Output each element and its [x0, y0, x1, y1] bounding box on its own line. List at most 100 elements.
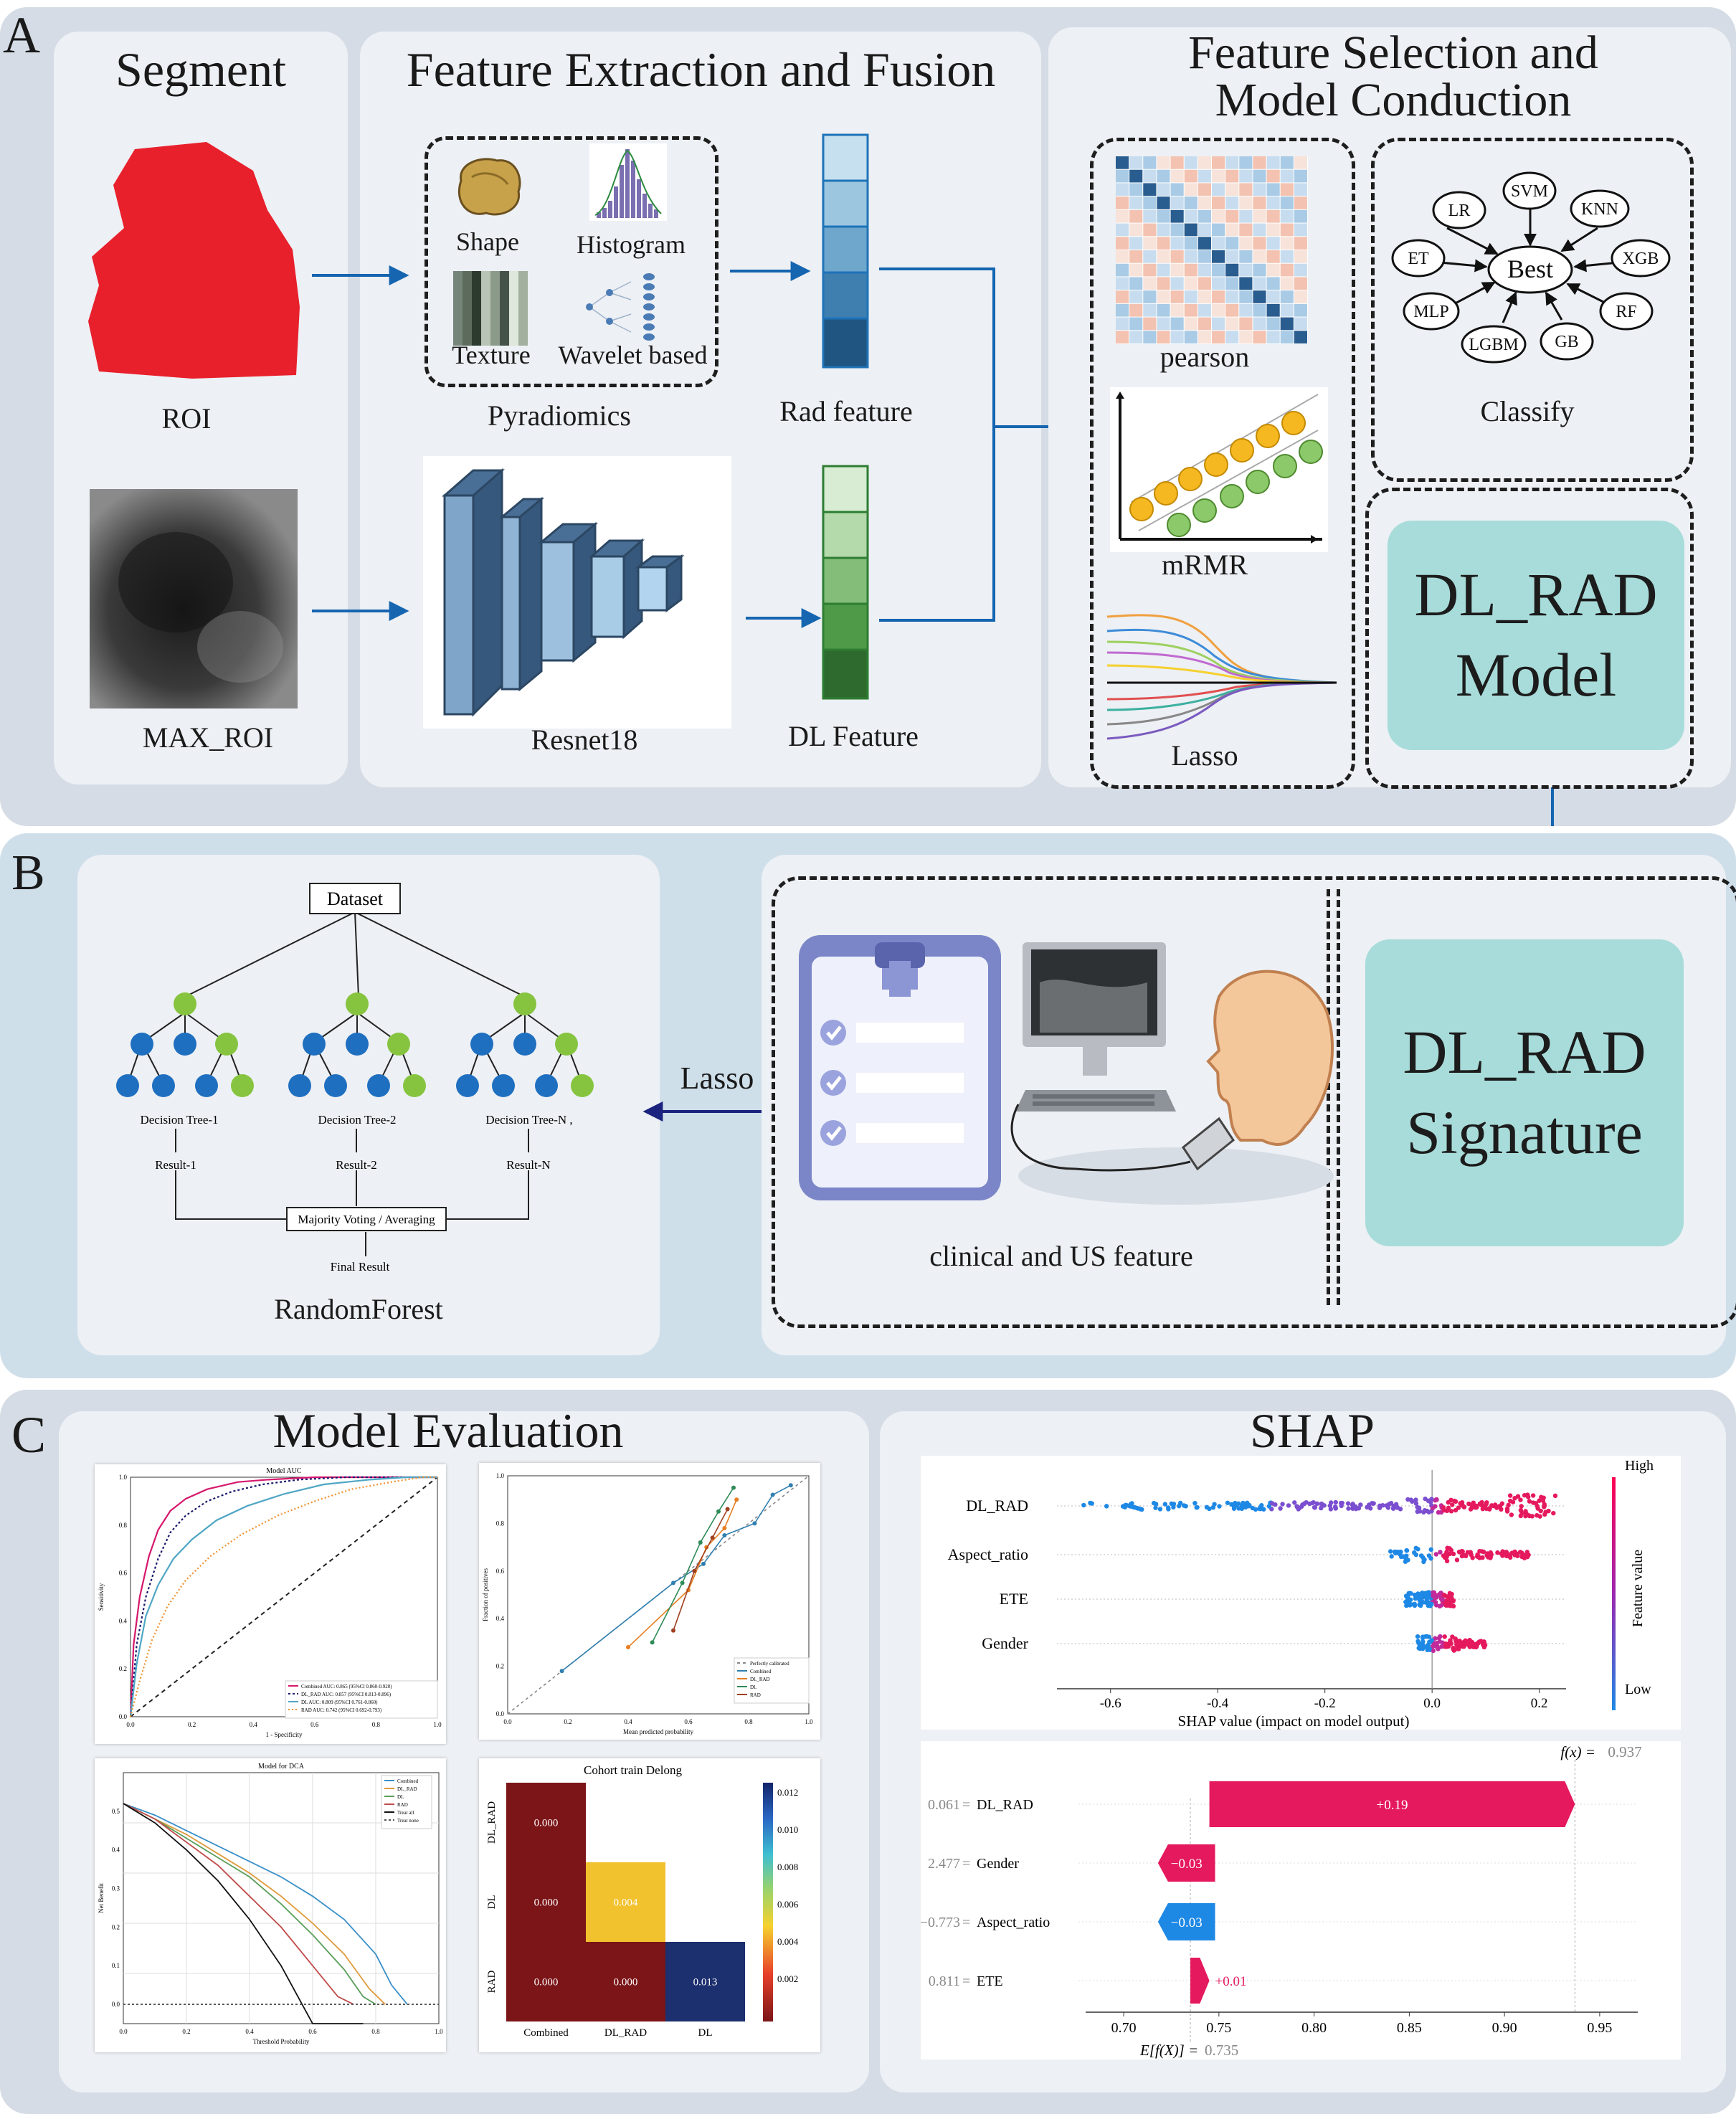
texture-cell — [490, 336, 500, 346]
legend-label: DL — [750, 1684, 756, 1690]
series-line — [129, 1476, 437, 1717]
shap-point — [1524, 1554, 1530, 1560]
shap-point — [1444, 1644, 1449, 1649]
shap-point — [1412, 1550, 1417, 1555]
legend-label: Combined — [750, 1669, 772, 1674]
pearson-cell — [1116, 277, 1129, 290]
shap-point — [1446, 1595, 1451, 1600]
pearson-cell — [1157, 169, 1170, 183]
shap-point — [1258, 1505, 1263, 1510]
shap-point — [1398, 1554, 1404, 1560]
equals-sign: = — [962, 1973, 970, 1989]
colorbar-low-label: Low — [1625, 1682, 1651, 1697]
heatmap-cell-label: 0.000 — [614, 1977, 638, 1989]
series-point — [716, 1509, 721, 1514]
feature-value: 2.477 — [928, 1856, 960, 1872]
pearson-cell — [1143, 290, 1157, 303]
shap-point — [1437, 1639, 1443, 1644]
classifier-gb: GB — [1555, 333, 1578, 351]
shap-point — [1477, 1548, 1482, 1554]
shap-point — [1395, 1505, 1400, 1510]
y-tick-label: 0.0 — [119, 1713, 128, 1720]
pearson-cell — [1143, 303, 1157, 317]
selection-title-line1: Feature Selection and — [1188, 27, 1598, 79]
pearson-cell — [1280, 209, 1294, 223]
shap-point — [1319, 1501, 1324, 1507]
shap-point — [1515, 1553, 1520, 1558]
pearson-cell — [1225, 331, 1239, 343]
pearson-cell — [1225, 169, 1239, 183]
shap-point — [1418, 1553, 1424, 1558]
pearson-cell — [1129, 196, 1143, 209]
pearson-cell — [1280, 277, 1294, 290]
pearson-cell — [1170, 290, 1184, 303]
series-line — [123, 1803, 408, 2005]
texture-cell — [518, 336, 528, 346]
shap-point — [1413, 1497, 1418, 1502]
shap-point — [1456, 1646, 1461, 1651]
shap-point — [1405, 1601, 1410, 1607]
y-tick-label: 0.6 — [496, 1568, 505, 1575]
texture-cell — [509, 308, 518, 318]
pearson-cell — [1212, 290, 1225, 303]
pearson-cell — [1266, 156, 1280, 169]
shap-point — [1314, 1501, 1320, 1507]
rad-feature-label: Rad feature — [779, 395, 913, 427]
shap-point — [1089, 1501, 1094, 1506]
shap-point — [1422, 1557, 1427, 1563]
y-tick-label: 1.0 — [496, 1472, 505, 1479]
shap-point — [1451, 1598, 1456, 1604]
rf-dataset-label: Dataset — [327, 888, 384, 909]
shape-icon — [457, 158, 521, 216]
colorbar-tick-label: 0.008 — [777, 1862, 798, 1872]
texture-cell — [481, 280, 490, 290]
x-tick-label: 0.0 — [119, 2028, 128, 2035]
x-tick-label: 0.0 — [503, 1718, 512, 1725]
texture-cell — [453, 290, 463, 299]
clinical-us-label: clinical and US feature — [929, 1240, 1193, 1272]
y-tick-label: 0.0 — [496, 1710, 505, 1717]
y-tick-label: 0.5 — [112, 1808, 120, 1815]
pearson-cell — [1225, 237, 1239, 250]
shap-point — [1280, 1502, 1285, 1507]
legend-label: RAD AUC: 0.742 (95%CI 0.692-0.793) — [301, 1707, 382, 1713]
pearson-cell — [1239, 263, 1253, 277]
shap-point — [1390, 1506, 1396, 1511]
pearson-cell — [1170, 156, 1184, 169]
x-tick-label: -0.6 — [1100, 1696, 1121, 1711]
shap-point — [1104, 1504, 1109, 1509]
shap-point — [1523, 1513, 1528, 1519]
colorbar-tick-label: 0.012 — [777, 1787, 798, 1798]
heatmap-cell-label: 0.000 — [534, 1977, 559, 1989]
x-tick-label: 0.0 — [126, 1721, 135, 1728]
heatmap-cell-label: 0.004 — [614, 1897, 638, 1909]
histogram-icon — [589, 143, 667, 221]
legend-label: Combined — [397, 1778, 419, 1784]
shap-point — [1346, 1506, 1351, 1511]
rad-feature-vector — [822, 133, 869, 369]
shap-point — [1423, 1591, 1428, 1596]
pearson-cell — [1294, 263, 1307, 277]
dl-rad-model-line2: Model — [1455, 640, 1617, 709]
pearson-cell — [1116, 209, 1129, 223]
panel-b-letter: B — [11, 845, 45, 901]
classifier-svm: SVM — [1511, 182, 1548, 201]
pearson-cell — [1116, 196, 1129, 209]
shap-point — [1481, 1549, 1486, 1555]
waterfall-bar — [1209, 1781, 1575, 1827]
texture-cell — [481, 299, 490, 308]
pearson-heatmap — [1116, 156, 1308, 344]
y-axis-label: Fraction of positives — [482, 1568, 489, 1621]
dl-rad-signature-line1: DL_RAD — [1403, 1018, 1646, 1087]
pearson-cell — [1197, 263, 1211, 277]
plot-frame — [130, 1477, 438, 1717]
pearson-cell — [1129, 237, 1143, 250]
series-point — [650, 1640, 655, 1645]
shap-point — [1300, 1502, 1305, 1507]
x-tick-label: -0.2 — [1314, 1696, 1336, 1711]
pearson-cell — [1143, 317, 1157, 331]
pearson-cell — [1239, 250, 1253, 263]
shap-point — [1504, 1509, 1510, 1514]
pearson-cell — [1143, 237, 1157, 250]
